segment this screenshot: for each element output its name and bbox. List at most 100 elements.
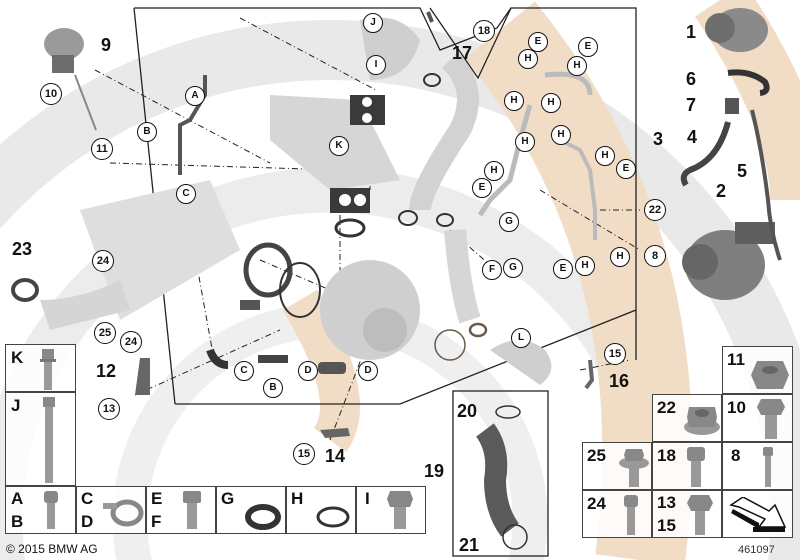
fastener-cell-j[interactable]: J [5, 392, 76, 486]
seal-callout-g[interactable]: G [499, 212, 519, 232]
fastener-label: 11 [727, 350, 745, 369]
fastener-label: A [11, 489, 24, 508]
fastener-cell-i[interactable]: I [356, 486, 426, 534]
fastener-cell-22[interactable]: 22 [652, 394, 722, 442]
diagram-number: 461097 [738, 544, 775, 556]
part-callout-6[interactable]: 6 [686, 69, 697, 89]
fastener-label: 22 [657, 398, 676, 417]
part-callout-15[interactable]: 15 [293, 443, 315, 465]
fastener-callout-b[interactable]: B [137, 122, 157, 142]
oring-callout-h[interactable]: H [610, 247, 630, 267]
fastener-callout-e[interactable]: E [616, 159, 636, 179]
part-callout-3[interactable]: 3 [653, 129, 664, 149]
part-callout-1[interactable]: 1 [686, 22, 697, 42]
collar-nut-icon [684, 407, 720, 435]
slim-socket-bolt-icon [763, 447, 773, 487]
part-callout-14[interactable]: 14 [325, 446, 346, 466]
fastener-cell-k[interactable]: K [5, 344, 76, 392]
fastener-callout-e[interactable]: E [528, 32, 548, 52]
fastener-callout-e[interactable]: E [553, 259, 573, 279]
fastener-callout-d[interactable]: D [358, 361, 378, 381]
socket-head-bolt-icon [44, 491, 58, 529]
fastener-cell-8[interactable]: 8 [722, 442, 793, 490]
part-callout-4[interactable]: 4 [687, 127, 698, 147]
fastener-cell-ab[interactable]: A B [5, 486, 76, 534]
fastener-cell-g[interactable]: G [216, 486, 286, 534]
oring-callout-h[interactable]: H [595, 146, 615, 166]
part-callout-10[interactable]: 10 [40, 83, 62, 105]
oring-callout-h[interactable]: H [551, 125, 571, 145]
part-callout-25[interactable]: 25 [94, 322, 116, 344]
part-callout-13[interactable]: 13 [98, 398, 120, 420]
fastener-cell-cd[interactable]: C D [76, 486, 146, 534]
long-bolt-icon [43, 397, 55, 483]
part-callout-12[interactable]: 12 [96, 361, 117, 381]
fastener-callout-c[interactable]: C [234, 361, 254, 381]
fastener-cell-10[interactable]: 10 [722, 394, 793, 442]
fastener-cell-18[interactable]: 18 [652, 442, 722, 490]
part-callout-24[interactable]: 24 [92, 250, 114, 272]
fastener-label: 15 [657, 516, 676, 535]
o-ring-icon [316, 506, 350, 528]
fastener-callout-e[interactable]: E [578, 37, 598, 57]
fastener-callout-b[interactable]: B [263, 378, 283, 398]
fastener-callout-d[interactable]: D [298, 361, 318, 381]
fastener-callout-i[interactable]: I [366, 55, 386, 75]
fastener-callout-e[interactable]: E [472, 178, 492, 198]
fastener-label: 13 [657, 493, 676, 512]
part-callout-7[interactable]: 7 [686, 95, 697, 115]
part-callout-22[interactable]: 22 [644, 199, 666, 221]
hex-bolt-icon [757, 399, 785, 439]
fastener-cell-ef[interactable]: E F [146, 486, 216, 534]
fastener-cell-25[interactable]: 25 [582, 442, 652, 490]
part-callout-23[interactable]: 23 [12, 239, 33, 259]
hex-flange-bolt-icon [40, 349, 56, 390]
copyright-text: © 2015 BMW AG [6, 542, 98, 556]
seal-callout-g[interactable]: G [503, 258, 523, 278]
part-callout-21[interactable]: 21 [459, 535, 480, 555]
oring-callout-h[interactable]: H [575, 256, 595, 276]
fastener-label: H [291, 489, 304, 508]
socket-head-bolt-icon [687, 447, 705, 487]
fastener-label: B [11, 512, 24, 531]
part-callout-20[interactable]: 20 [457, 401, 478, 421]
oring-callout-h[interactable]: H [504, 91, 524, 111]
fastener-cell-arrow [722, 490, 793, 538]
part-callout-8[interactable]: 8 [644, 245, 666, 267]
part-callout-11[interactable]: 11 [91, 138, 113, 160]
oring-callout-h[interactable]: H [515, 132, 535, 152]
hex-nut-icon [751, 361, 789, 389]
hose-clamp-icon [103, 499, 144, 527]
fastener-callout-k[interactable]: K [329, 136, 349, 156]
part-callout-5[interactable]: 5 [737, 161, 748, 181]
part-callout-17[interactable]: 17 [452, 43, 473, 63]
oring-callout-h[interactable]: H [541, 93, 561, 113]
part-callout-16[interactable]: 16 [609, 371, 630, 391]
hex-flange-bolt-icon [687, 495, 713, 535]
fastener-cell-13-15[interactable]: 13 15 [652, 490, 722, 538]
part-callout-2[interactable]: 2 [716, 181, 727, 201]
fastener-callout-f[interactable]: F [482, 260, 502, 280]
fastener-label: 8 [731, 446, 741, 465]
fastener-callout-a[interactable]: A [185, 86, 205, 106]
fastener-label: J [11, 396, 21, 415]
part-callout-15[interactable]: 15 [604, 343, 626, 365]
part-callout-19[interactable]: 19 [424, 461, 445, 481]
fastener-label: C [81, 489, 94, 508]
oring-callout-h[interactable]: H [484, 161, 504, 181]
hex-bolt-icon [387, 491, 413, 529]
fastener-callout-l[interactable]: L [511, 328, 531, 348]
fastener-cell-24[interactable]: 24 [582, 490, 652, 538]
part-callout-18[interactable]: 18 [473, 20, 495, 42]
oring-callout-h[interactable]: H [567, 56, 587, 76]
fastener-cell-11[interactable]: 11 [722, 346, 793, 394]
fastener-callout-c[interactable]: C [176, 184, 196, 204]
fastener-cell-h[interactable]: H [286, 486, 356, 534]
oring-callout-h[interactable]: H [518, 49, 538, 69]
part-callout-24[interactable]: 24 [120, 331, 142, 353]
part-callout-9[interactable]: 9 [101, 35, 112, 55]
fastener-label: D [81, 512, 94, 531]
fastener-callout-j[interactable]: J [363, 13, 383, 33]
fastener-label: G [221, 489, 235, 508]
